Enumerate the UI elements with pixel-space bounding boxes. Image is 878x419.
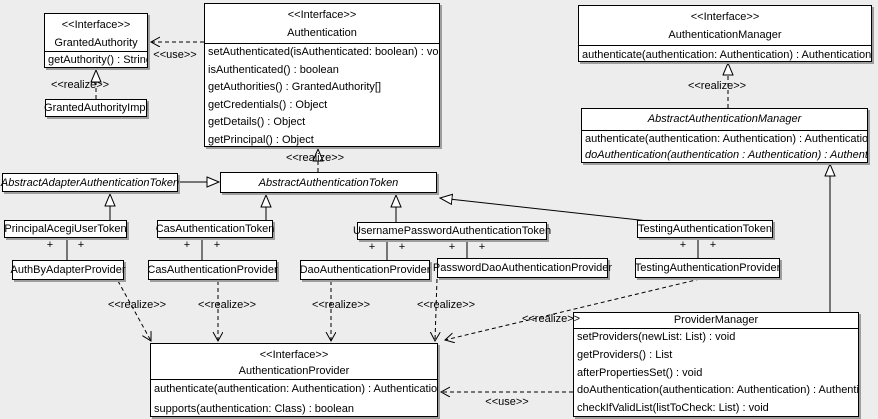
class-granted-authority[interactable]: <<Interface>> GrantedAuthority getAuthor…: [44, 13, 148, 68]
methods-compartment: setProviders(newList: List) : void getPr…: [574, 328, 858, 418]
method: supports(authentication: Class) : boolea…: [154, 402, 354, 415]
stereotype-label: <<Interface>>: [259, 349, 329, 361]
multiplicity-plus: +: [46, 239, 54, 251]
class-abstract-adapter-authentication-token[interactable]: AbstractAdapterAuthenticationToken: [0, 173, 180, 192]
class-password-dao-authentication-provider[interactable]: PasswordDaoAuthenticationProvider: [433, 258, 612, 278]
class-header: <<Interface>> AuthenticationManager: [579, 6, 871, 45]
class-name: AbstractAdapterAuthenticationToken: [0, 176, 180, 189]
class-name: AuthByAdapterProvider: [10, 264, 126, 276]
multiplicity-plus: +: [478, 241, 486, 253]
class-dao-authentication-provider[interactable]: DaoAuthenticationProvider: [300, 260, 430, 280]
class-name: TestingAuthenticationToken: [638, 223, 772, 235]
realize-label: <<realize>>: [50, 79, 110, 91]
realize-authbyadapter-to-provider: [117, 280, 151, 341]
class-abstract-authentication-token[interactable]: AbstractAuthenticationToken: [220, 172, 437, 193]
class-abstract-authentication-manager[interactable]: AbstractAuthenticationManager authentica…: [581, 108, 868, 163]
class-header: <<Interface>> GrantedAuthority: [45, 14, 147, 51]
class-username-password-authentication-token[interactable]: UsernamePasswordAuthenticationToken: [353, 222, 551, 240]
class-testing-authentication-token[interactable]: TestingAuthenticationToken: [637, 220, 773, 238]
class-name: GrantedAuthorityImpl: [44, 102, 148, 114]
class-header: AbstractAuthenticationManager: [582, 109, 867, 130]
multiplicity-plus: +: [213, 239, 221, 251]
class-header: <<Interface>> AuthenticationProvider: [151, 344, 437, 379]
class-name: AuthenticationProvider: [238, 365, 350, 377]
stereotype-label: <<Interface>>: [287, 9, 357, 21]
class-name: PasswordDaoAuthenticationProvider: [432, 262, 613, 274]
methods-compartment: authenticate(authentication: Authenticat…: [582, 130, 867, 163]
realize-label: <<realize>>: [197, 299, 257, 311]
method: authenticate(authentication: Authenticat…: [154, 383, 437, 395]
association-lines: [66, 238, 699, 260]
method: checkIfValidList(listToCheck: List) : vo…: [577, 402, 769, 415]
method: afterPropertiesSet() : void: [577, 366, 703, 379]
method: getCredentials() : Object: [208, 98, 328, 111]
class-header: <<Interface>> Authentication: [205, 4, 439, 43]
method: getPrincipal() : Object: [208, 133, 314, 146]
class-cas-authentication-provider[interactable]: CasAuthenticationProvider: [147, 260, 278, 280]
class-authentication[interactable]: <<Interface>> Authentication setAuthenti…: [204, 3, 440, 147]
realize-label: <<realize>>: [107, 299, 167, 311]
class-name: TestingAuthenticationProvider: [634, 262, 781, 274]
method: isAuthenticated() : boolean: [208, 63, 339, 76]
multiplicity-plus: +: [398, 241, 406, 253]
method: setProviders(newList: List) : void: [577, 331, 736, 343]
methods-compartment: getAuthority() : String: [45, 51, 147, 70]
class-name: DaoAuthenticationProvider: [299, 264, 431, 276]
method: getDetails() : Object: [208, 116, 306, 128]
class-name: AbstractAuthenticationManager: [647, 113, 802, 125]
realize-label: <<realize>>: [521, 313, 581, 325]
method: getAuthorities() : GrantedAuthority[]: [208, 81, 382, 93]
multiplicity-plus: +: [368, 241, 376, 253]
class-provider-manager[interactable]: ProviderManager setProviders(newList: Li…: [573, 312, 859, 417]
class-auth-by-adapter-provider[interactable]: AuthByAdapterProvider: [10, 260, 126, 280]
method: authenticate(authentication: Authenticat…: [582, 49, 871, 61]
class-name: PrincipalAcegiUserToken: [4, 223, 127, 235]
multiplicity-plus: +: [679, 239, 687, 251]
class-cas-authentication-token[interactable]: CasAuthenticationToken: [155, 220, 275, 238]
method-abstract: doAuthentication(authentication : Authen…: [585, 149, 867, 161]
multiplicity-plus: +: [77, 239, 85, 251]
use-label: <<use>>: [485, 396, 529, 408]
methods-compartment: setAuthenticated(isAuthenticated: boolea…: [205, 43, 439, 149]
multiplicity-plus: +: [448, 241, 456, 253]
methods-compartment: authenticate(authentication: Authenticat…: [579, 45, 871, 64]
class-name: AuthenticationManager: [668, 29, 782, 41]
method: authenticate(authentication: Authenticat…: [585, 133, 867, 145]
class-header: ProviderManager: [574, 313, 858, 328]
class-name: CasAuthenticationProvider: [147, 264, 278, 276]
realize-label: <<realize>>: [311, 299, 371, 311]
method: setAuthenticated(isAuthenticated: boolea…: [208, 46, 439, 58]
stereotype-label: <<Interface>>: [690, 11, 760, 23]
class-name: AbstractAuthenticationToken: [258, 176, 399, 189]
class-name: GrantedAuthority: [54, 37, 138, 49]
class-name: UsernamePasswordAuthenticationToken: [352, 225, 552, 237]
multiplicity-plus: +: [183, 239, 191, 251]
class-testing-authentication-provider[interactable]: TestingAuthenticationProvider: [635, 258, 780, 278]
stereotype-label: <<Interface>>: [61, 19, 131, 31]
class-granted-authority-impl[interactable]: GrantedAuthorityImpl: [44, 99, 148, 117]
class-principal-acegi-user-token[interactable]: PrincipalAcegiUserToken: [4, 220, 127, 238]
class-name: ProviderManager: [673, 314, 759, 326]
class-name: Authentication: [287, 27, 357, 39]
realize-label: <<realize>>: [416, 299, 476, 311]
method: doAuthentication(authentication: Authent…: [577, 384, 858, 397]
gen-testing-token-to-abstract-token: [440, 198, 649, 222]
realize-label: <<realize>>: [285, 152, 345, 164]
method: getProviders() : List: [577, 348, 673, 361]
multiplicity-plus: +: [709, 239, 717, 251]
use-label: <<use>>: [153, 49, 197, 61]
class-authentication-manager[interactable]: <<Interface>> AuthenticationManager auth…: [578, 5, 872, 62]
method: getAuthority() : String: [48, 54, 147, 66]
class-authentication-provider[interactable]: <<Interface>> AuthenticationProvider aut…: [150, 343, 438, 417]
realize-label: <<realize>>: [687, 80, 747, 92]
class-name: CasAuthenticationToken: [155, 223, 275, 235]
methods-compartment: authenticate(authentication: Authenticat…: [151, 379, 437, 419]
